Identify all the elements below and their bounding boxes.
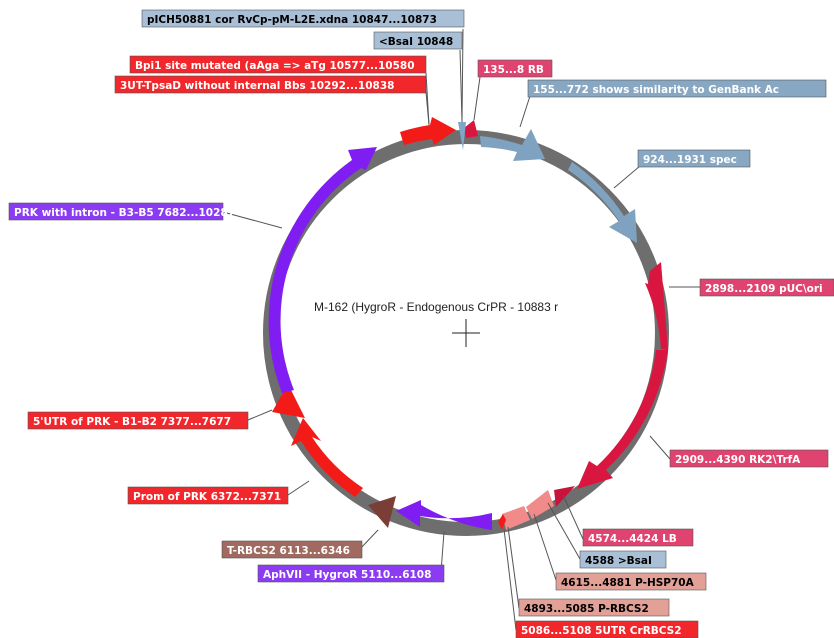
label-5utr-crrbcs2-box [515, 620, 699, 638]
label-5utr-prk-text: 5'UTR of PRK - B1-B2 7377...7677 [33, 416, 231, 428]
feature-rb[interactable] [464, 120, 478, 138]
label-prk-intron-text: PRK with intron - B3-B5 7682...10287 [14, 207, 235, 219]
label-5utr-crrbcs2[interactable]: 5086...5108 5UTR CrRBCS2 [515, 620, 699, 638]
label-source-text: pICH50881 cor RvCp-pM-L2E.xdna 10847...1… [147, 14, 437, 26]
label-spec-text: 924...1931 spec [643, 154, 737, 166]
label-bsai-10848-text: <BsaI 10848 [379, 36, 453, 48]
label-p-rbcs2-text: 4893...5085 P-RBCS2 [524, 603, 649, 615]
label-aphvii-hygror[interactable]: AphVII - HygroR 5110...6108 [257, 564, 445, 583]
label-p-hsp70a[interactable]: 4615...4881 P-HSP70A [555, 572, 707, 591]
label-bpi1-site[interactable]: Bpi1 site mutated (aAga => aTg 10577...1… [129, 55, 427, 74]
feature-bsai-10848[interactable] [458, 122, 466, 150]
label-bsai-10848-box [373, 31, 463, 50]
feature-5utr-crrbcs2[interactable] [498, 514, 506, 530]
label-t-rbcs2-text: T-RBCS2 6113...6346 [227, 545, 350, 557]
feature-prk-intron[interactable] [268, 147, 377, 393]
label-rb-text: 135...8 RB [483, 64, 544, 76]
feature-genbank-similarity[interactable] [480, 129, 545, 161]
label-prk-intron-box [8, 202, 224, 221]
feature-p-hsp70a[interactable] [526, 490, 554, 519]
label-prom-prk-box [127, 486, 289, 505]
label-source[interactable]: pICH50881 cor RvCp-pM-L2E.xdna 10847...1… [141, 9, 465, 28]
label-3ut-tpsad[interactable]: 3UT-TpsaD without internal Bbs 10292...1… [114, 75, 427, 94]
feature-5utr-prk[interactable] [272, 384, 305, 418]
feature-3ut-tpsad[interactable] [400, 117, 456, 145]
label-rk2-trfa[interactable]: 2909...4390 RK2\TrfA [669, 449, 829, 468]
label-spec[interactable]: 924...1931 spec [637, 149, 751, 168]
label-p-rbcs2-box [518, 598, 670, 617]
feature-lb[interactable] [554, 486, 575, 507]
label-p-hsp70a-box [555, 572, 707, 591]
label-rb-box [477, 59, 553, 78]
feature-rk2-trfa[interactable] [577, 350, 668, 489]
label-lb[interactable]: 4574...4424 LB [582, 528, 694, 547]
label-5utr-prk[interactable]: 5'UTR of PRK - B1-B2 7377...7677 [27, 411, 249, 430]
label-5utr-prk-box [27, 411, 249, 430]
label-source-box [141, 9, 465, 28]
label-bsai-4588[interactable]: 4588 >BsaI [579, 550, 667, 569]
label-puc-ori[interactable]: 2898...2109 pUC\ori [699, 278, 834, 297]
label-bpi1-site-box [129, 55, 427, 74]
label-rb[interactable]: 135...8 RB [477, 59, 553, 78]
label-p-rbcs2[interactable]: 4893...5085 P-RBCS2 [518, 598, 670, 617]
label-bsai-4588-box [579, 550, 667, 569]
leader-lines [222, 28, 700, 631]
label-3ut-tpsad-text: 3UT-TpsaD without internal Bbs 10292...1… [120, 80, 394, 92]
feature-prom-prk[interactable] [291, 418, 363, 497]
label-genbank-similarity-text: 155...772 shows similarity to GenBank Ac [533, 84, 779, 96]
map-title: M-162 (HygroR - Endogenous CrPR - 10883 … [314, 300, 558, 314]
label-prom-prk[interactable]: Prom of PRK 6372...7371 [127, 486, 289, 505]
feature-t-rbcs2[interactable] [368, 496, 396, 528]
label-5utr-crrbcs2-text: 5086...5108 5UTR CrRBCS2 [521, 625, 682, 637]
label-prk-intron[interactable]: PRK with intron - B3-B5 7682...10287 [8, 202, 235, 221]
label-rk2-trfa-box [669, 449, 829, 468]
label-spec-box [637, 149, 751, 168]
label-puc-ori-text: 2898...2109 pUC\ori [705, 283, 823, 295]
feature-p-rbcs2[interactable] [502, 506, 530, 530]
label-p-hsp70a-text: 4615...4881 P-HSP70A [561, 577, 695, 589]
label-3ut-tpsad-box [114, 75, 427, 94]
label-prom-prk-text: Prom of PRK 6372...7371 [133, 491, 281, 503]
feature-aphvii-hygror[interactable] [396, 500, 492, 530]
label-puc-ori-box [699, 278, 834, 297]
label-t-rbcs2-box [221, 540, 363, 559]
label-rk2-trfa-text: 2909...4390 RK2\TrfA [675, 454, 801, 466]
label-t-rbcs2[interactable]: T-RBCS2 6113...6346 [221, 540, 363, 559]
label-bpi1-site-text: Bpi1 site mutated (aAga => aTg 10577...1… [135, 60, 415, 72]
label-lb-box [582, 528, 694, 547]
feature-spec[interactable] [568, 162, 637, 243]
label-bsai-4588-text: 4588 >BsaI [585, 555, 652, 567]
feature-puc-ori[interactable] [645, 262, 668, 350]
label-genbank-similarity-box [527, 79, 827, 98]
label-aphvii-hygror-text: AphVII - HygroR 5110...6108 [263, 569, 431, 581]
label-genbank-similarity[interactable]: 155...772 shows similarity to GenBank Ac [527, 79, 827, 98]
label-aphvii-hygror-box [257, 564, 445, 583]
label-bsai-10848[interactable]: <BsaI 10848 [373, 31, 463, 50]
label-lb-text: 4574...4424 LB [588, 533, 677, 545]
